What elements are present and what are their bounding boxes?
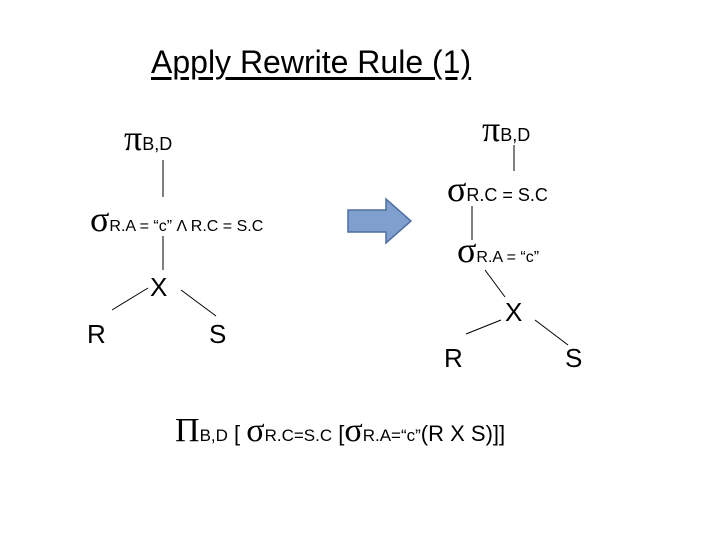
left-edge-join-r — [111, 287, 149, 311]
left-select-predicate: R.A = “c” Λ R.C = S.C — [109, 218, 264, 235]
sigma-symbol: σ — [447, 169, 467, 209]
algebra-expression: ΠB,D [ σR.C=S.C [σR.A=“c”(R X S)]] — [175, 414, 505, 448]
right-leaf-s: S — [565, 343, 583, 373]
right-join-node: X — [505, 297, 523, 327]
right-edge-inner-select-join — [484, 269, 506, 298]
right-edge-join-s — [534, 319, 569, 346]
right-outer-select-predicate: R.C = S.C — [466, 185, 548, 205]
left-join-node: X — [150, 272, 168, 302]
slide-title: Apply Rewrite Rule (1) — [151, 44, 472, 80]
left-edge-join-s — [180, 289, 217, 317]
formula-sigma1-subscript: R.C=S.C — [264, 426, 333, 445]
left-project-attrs: B,D — [142, 134, 173, 154]
formula-bracket-2: [ — [332, 421, 345, 446]
left-leaf-s: S — [209, 319, 227, 349]
sigma-symbol: σ — [457, 230, 477, 270]
rewrite-arrow — [347, 197, 413, 245]
sigma-symbol: σ — [246, 412, 265, 449]
right-project-node: πB,D — [482, 111, 530, 147]
formula-pi-subscript: B,D — [199, 426, 228, 445]
sigma-symbol: σ — [90, 199, 110, 239]
right-inner-select-node: σR.A = “c” — [457, 232, 539, 268]
right-inner-select-predicate: R.A = “c” — [476, 249, 540, 266]
right-project-attrs: B,D — [500, 125, 531, 145]
right-leaf-r: R — [444, 343, 463, 373]
formula-sigma2-subscript: R.A=“c” — [362, 426, 421, 445]
right-outer-select-node: σR.C = S.C — [447, 171, 548, 207]
sigma-symbol: σ — [344, 412, 363, 449]
pi-symbol: π — [482, 109, 501, 149]
left-leaf-r: R — [87, 319, 106, 349]
formula-tail: (R X S)]] — [420, 421, 506, 446]
right-edge-join-r — [465, 319, 502, 335]
formula-bracket-1: [ — [227, 421, 247, 446]
left-select-node: σR.A = “c” Λ R.C = S.C — [90, 201, 263, 237]
left-project-node: πB,D — [124, 120, 172, 156]
pi-symbol: Π — [175, 412, 200, 449]
pi-symbol: π — [124, 118, 143, 158]
